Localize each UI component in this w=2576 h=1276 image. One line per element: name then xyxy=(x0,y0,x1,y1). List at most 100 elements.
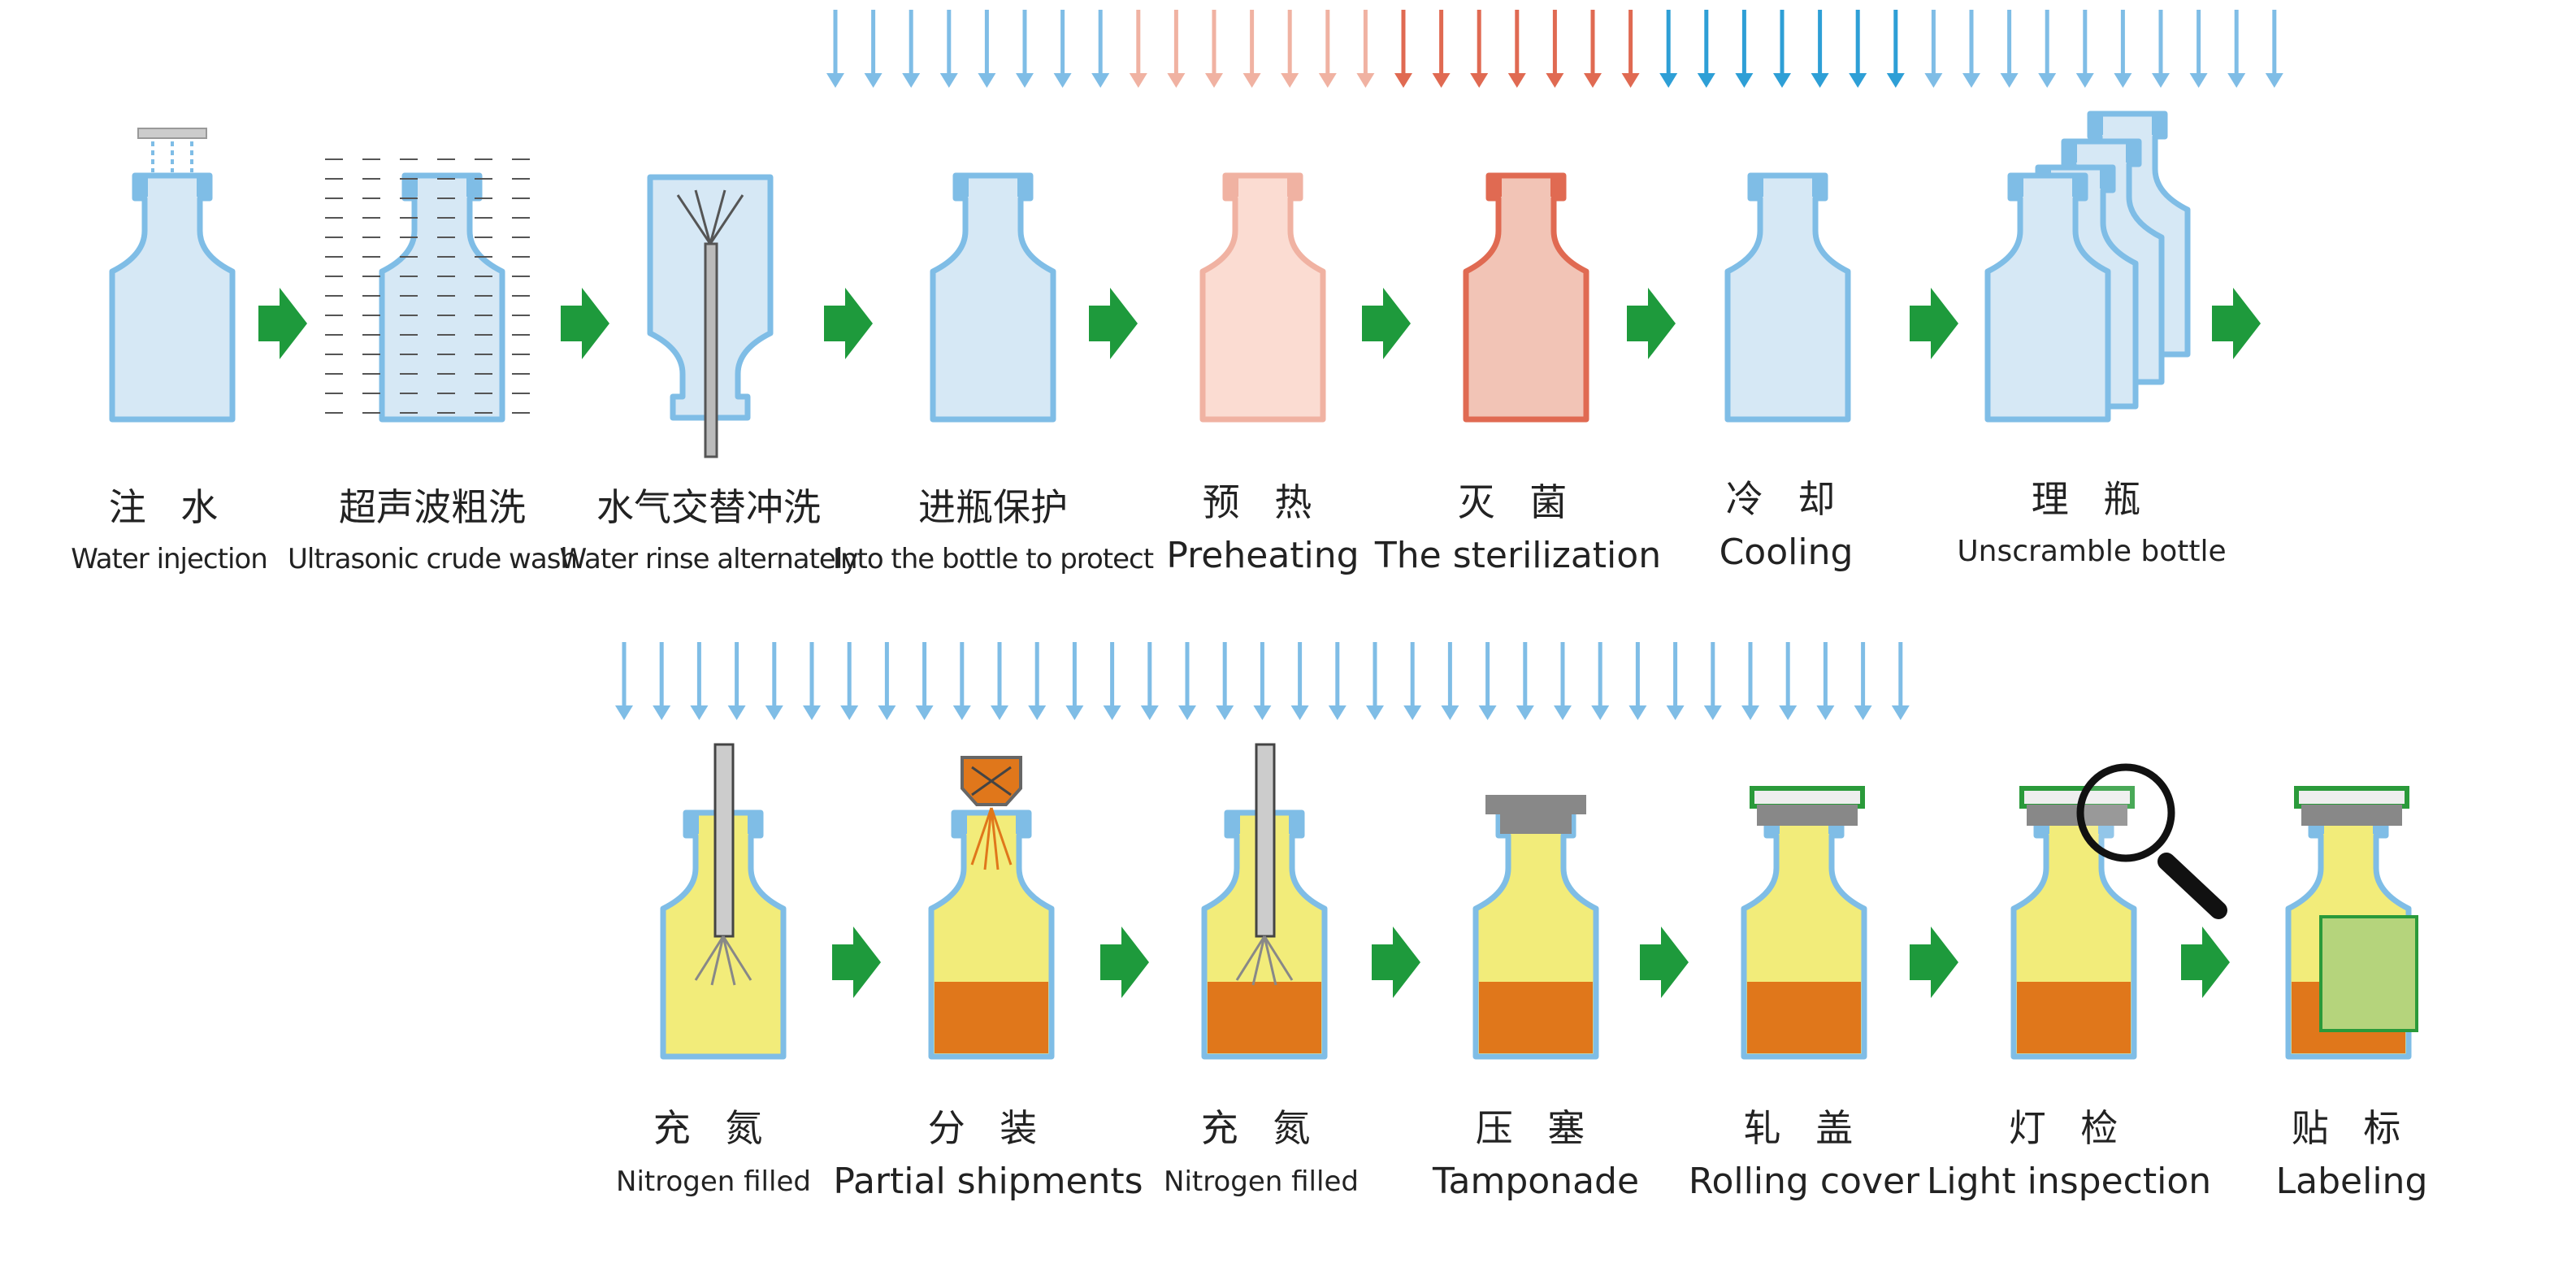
down-arrow-head-icon xyxy=(1811,73,1829,88)
step-label-cn: 灯 检 xyxy=(2008,1106,2130,1150)
process-arrow-icon xyxy=(1100,927,1149,998)
down-arrow-head-icon xyxy=(2227,73,2246,88)
step-label-en: Nitrogen filled xyxy=(616,1165,811,1198)
step-label-cn: 理 瓶 xyxy=(2031,477,2153,521)
bottle-lip-left xyxy=(1224,176,1238,197)
down-arrow-head-icon xyxy=(1891,705,1910,720)
step-label-cn: 分 装 xyxy=(927,1106,1049,1150)
filled-liquid xyxy=(2017,982,2131,1053)
step-label-en: Cooling xyxy=(1719,532,1854,573)
process-arrow-icon xyxy=(1640,927,1689,998)
step-label-en: Tamponade xyxy=(1432,1161,1640,1202)
ultrasonic-wash-bottle-icon xyxy=(325,158,530,423)
step-label-en: Into the bottle to protect xyxy=(832,543,1154,575)
down-arrow-head-icon xyxy=(1167,73,1186,88)
bottle-lip-left xyxy=(1487,176,1502,197)
protect-bottle-icon xyxy=(930,172,1056,423)
spray-line xyxy=(709,194,744,245)
down-arrow-head-icon xyxy=(939,73,958,88)
nozzle-bar xyxy=(137,128,207,139)
down-arrow-head-icon xyxy=(1290,705,1309,720)
down-arrow-head-icon xyxy=(1924,73,1943,88)
step-label-en: Ultrasonic crude wash xyxy=(288,543,578,575)
down-arrow-head-icon xyxy=(1735,73,1754,88)
preheat-bottle-icon xyxy=(1199,172,1326,423)
down-arrow-head-icon xyxy=(1028,705,1047,720)
process-arrow-icon xyxy=(1910,288,1958,359)
rinse-bottle-icon xyxy=(647,174,774,458)
bottle-lip-right xyxy=(748,813,762,834)
process-arrow-icon xyxy=(2181,927,2230,998)
step-label-cn: 超声波粗洗 xyxy=(339,485,526,529)
nitrogen-spray-line xyxy=(1235,935,1266,981)
aluminum-cap xyxy=(1750,786,1865,809)
down-arrow-head-icon xyxy=(2265,73,2283,88)
filled-liquid xyxy=(1479,982,1593,1053)
bottle-lip-right xyxy=(2126,141,2140,163)
down-arrow-head-icon xyxy=(1516,705,1534,720)
step-label-en: Partial shipments xyxy=(833,1161,1143,1202)
process-arrow-icon xyxy=(1910,927,1958,998)
down-arrow-head-icon xyxy=(1659,73,1678,88)
down-arrow-head-icon xyxy=(2075,73,2094,88)
nitrogen-spray-line xyxy=(1251,935,1266,986)
unscramble-bottles-icon xyxy=(1984,111,2191,423)
process-arrow-icon xyxy=(832,927,881,998)
down-arrow-head-icon xyxy=(1546,73,1564,88)
step-label-en: Preheating xyxy=(1166,535,1360,576)
step-label-en: Water injection xyxy=(71,543,267,575)
down-arrow-head-icon xyxy=(1962,73,1980,88)
down-arrow-head-icon xyxy=(1584,73,1602,88)
bottle-lip-right xyxy=(1550,176,1565,197)
nitrogen-fill-bottle-icon xyxy=(1201,743,1328,1060)
down-arrow-head-icon xyxy=(803,705,821,720)
bottle-lip-right xyxy=(2152,114,2166,135)
process-arrow-icon xyxy=(258,288,307,359)
down-arrow-head-icon xyxy=(1205,73,1223,88)
down-arrow-head-icon xyxy=(1242,73,1261,88)
bottle-body xyxy=(109,172,236,423)
down-arrow-head-icon xyxy=(1849,73,1867,88)
down-arrow-head-icon xyxy=(1016,73,1034,88)
process-arrow-icon xyxy=(561,288,609,359)
process-arrow-icon xyxy=(1372,927,1420,998)
filling-stream xyxy=(990,807,1013,866)
bottle-lip-right xyxy=(1289,813,1303,834)
step-label-en: Light inspection xyxy=(1926,1161,2212,1202)
down-arrow-head-icon xyxy=(1741,705,1759,720)
filling-stream xyxy=(990,807,1000,870)
filled-liquid xyxy=(935,982,1048,1053)
magnifier-inspection-icon xyxy=(2010,763,2227,1060)
bottle-lip-right xyxy=(197,176,211,197)
process-arrow-icon xyxy=(1089,288,1138,359)
down-arrow-head-icon xyxy=(1366,705,1384,720)
step-label-cn: 充 氮 xyxy=(653,1106,774,1150)
bottle-lip-left xyxy=(133,176,148,197)
down-arrow-head-icon xyxy=(1216,705,1234,720)
aluminum-cap xyxy=(2294,786,2409,809)
nitrogen-spray-line xyxy=(694,935,725,981)
nitrogen-spray-line xyxy=(722,935,736,986)
bottle-body xyxy=(1463,172,1589,423)
bottle-lip-right xyxy=(2072,176,2087,197)
down-arrow-head-icon xyxy=(2152,73,2170,88)
process-arrow-icon xyxy=(1372,927,1420,998)
step-label-cn: 轧 盖 xyxy=(1743,1106,1865,1150)
down-arrow-head-icon xyxy=(765,705,783,720)
stopper-plug xyxy=(1500,813,1572,834)
bottle-body xyxy=(930,172,1056,423)
spray-line xyxy=(676,194,712,245)
stopper-bottle-icon xyxy=(1472,795,1599,1060)
bottle-lip-left xyxy=(1749,176,1763,197)
bottle-lip-left xyxy=(684,813,699,834)
row2-air-flow-arrows xyxy=(615,642,1910,720)
down-arrow-head-icon xyxy=(1394,73,1412,88)
bottle-lip-left xyxy=(1225,813,1240,834)
process-arrow-icon xyxy=(1640,927,1689,998)
step-label-cn: 充 氮 xyxy=(1200,1106,1322,1150)
down-arrow-head-icon xyxy=(690,705,709,720)
step-label-en: The sterilization xyxy=(1374,535,1662,576)
down-arrow-head-icon xyxy=(1178,705,1196,720)
down-arrow-head-icon xyxy=(952,705,971,720)
